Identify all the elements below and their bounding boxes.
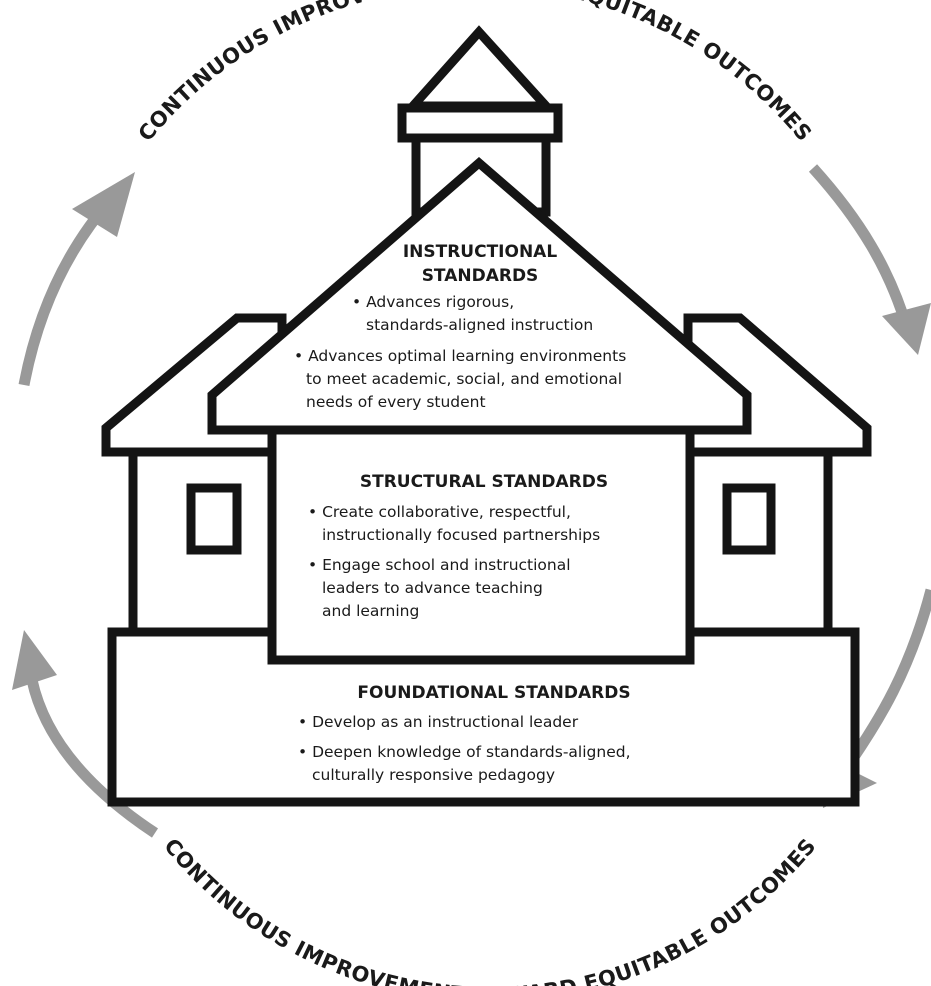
structural-bullet1-line1: • Create collaborative, respectful, (308, 503, 571, 521)
foundational-standards: FOUNDATIONAL STANDARDS • Develop as an i… (298, 683, 631, 784)
structural-title: STRUCTURAL STANDARDS (360, 472, 608, 492)
structural-block (267, 425, 695, 665)
right-window (722, 483, 776, 555)
tower-roof (402, 25, 557, 111)
instructional-title-line1: INSTRUCTIONAL (403, 242, 558, 262)
arrow-lower-left (12, 630, 159, 838)
structural-bullet1-line2: instructionally focused partnerships (322, 526, 600, 544)
structural-bullet2-line3: and learning (322, 602, 419, 620)
instructional-bullet1-line2: standards-aligned instruction (366, 316, 593, 334)
instructional-title-line2: STANDARDS (422, 266, 539, 286)
instructional-bullet2-line2: to meet academic, social, and emotional (306, 370, 622, 388)
main-gable-roof (207, 157, 752, 435)
structural-standards: STRUCTURAL STANDARDS • Create collaborat… (308, 472, 608, 620)
instructional-bullet1-line1: • Advances rigorous, (352, 293, 514, 311)
foundational-bullet1: • Develop as an instructional leader (298, 713, 579, 731)
structural-bullet2-line1: • Engage school and instructional (308, 556, 571, 574)
structural-bullet2-line2: leaders to advance teaching (322, 579, 543, 597)
foundational-bullet2-line1: • Deepen knowledge of standards-aligned, (298, 743, 631, 761)
arc-text-bottom: CONTINUOUS IMPROVEMENT TOWARD EQUITABLE … (159, 834, 820, 986)
foundational-bullet2-line2: culturally responsive pedagogy (312, 766, 555, 784)
arrow-upper-left (18, 172, 135, 387)
left-window (186, 483, 242, 555)
schoolhouse (101, 25, 872, 807)
instructional-bullet2-line1: • Advances optimal learning environments (294, 347, 626, 365)
instructional-standards: INSTRUCTIONAL STANDARDS • Advances rigor… (294, 242, 626, 411)
tower-ledge (397, 103, 563, 143)
foundational-title: FOUNDATIONAL STANDARDS (357, 683, 630, 703)
instructional-bullet2-line3: needs of every student (306, 393, 486, 411)
arrow-upper-right (808, 164, 931, 355)
